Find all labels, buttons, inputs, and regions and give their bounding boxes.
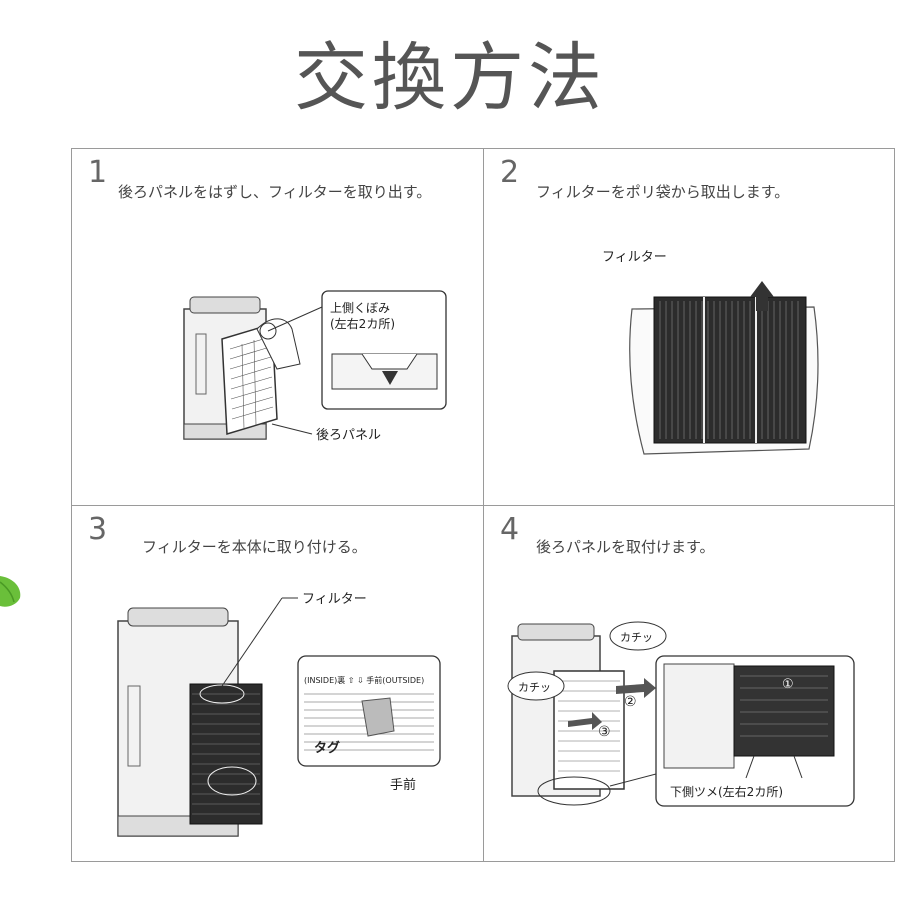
step-marker: ③	[598, 724, 611, 740]
instruction-grid: 1 後ろパネルをはずし、フィルターを取り出す。 上側くぼみ	[71, 148, 895, 862]
step-1-illustration: 上側くぼみ (左右2カ所) 後ろパネル	[183, 290, 447, 443]
back-panel-label: 後ろパネル	[316, 428, 381, 443]
step-3-panel: 3 フィルターを本体に取り付ける。 フィルター	[72, 506, 484, 861]
step-text: フィルターをポリ袋から取出します。	[536, 183, 790, 201]
front-label: 手前	[390, 777, 416, 793]
step-2-illustration: フィルター	[602, 250, 819, 455]
click-sound-label: カチッ	[620, 631, 653, 644]
callout-label: (左右2カ所)	[330, 316, 395, 331]
step-4-panel: 4 後ろパネルを取付けます。 カチッ カチッ ② ③	[484, 506, 894, 861]
tag-label: タグ	[314, 740, 340, 756]
step-text: 後ろパネルをはずし、フィルターを取り出す。	[118, 183, 432, 201]
callout-label: 上側くぼみ	[330, 301, 390, 315]
step-number: 1	[88, 155, 108, 190]
step-marker: ②	[624, 694, 637, 710]
filter-label: フィルター	[602, 250, 667, 265]
filter-label: フィルター	[302, 592, 367, 607]
step-3-illustration: フィルター (INSIDE)裏 ⇧ ⇩ 手前(OUTSIDE) タグ 手前	[117, 592, 441, 837]
click-sound-label: カチッ	[518, 681, 551, 694]
step-number: 2	[500, 155, 520, 190]
step-2-panel: 2 フィルターをポリ袋から取出します。 フィルター	[484, 149, 894, 506]
step-number: 4	[500, 512, 520, 547]
step-text: フィルターを本体に取り付ける。	[142, 538, 367, 556]
inside-outside-label: (INSIDE)裏 ⇧ ⇩ 手前(OUTSIDE)	[304, 675, 424, 685]
leaf-icon	[0, 576, 21, 607]
step-number: 3	[88, 512, 108, 547]
page-title: 交換方法	[294, 35, 606, 121]
claw-label: 下側ツメ(左右2カ所)	[670, 784, 783, 799]
step-text: 後ろパネルを取付けます。	[536, 538, 715, 556]
step-1-panel: 1 後ろパネルをはずし、フィルターを取り出す。 上側くぼみ	[72, 149, 484, 506]
step-4-illustration: カチッ カチッ ② ③ ① 下側ツメ(左右2カ所)	[507, 621, 855, 807]
step-marker: ①	[782, 677, 794, 692]
